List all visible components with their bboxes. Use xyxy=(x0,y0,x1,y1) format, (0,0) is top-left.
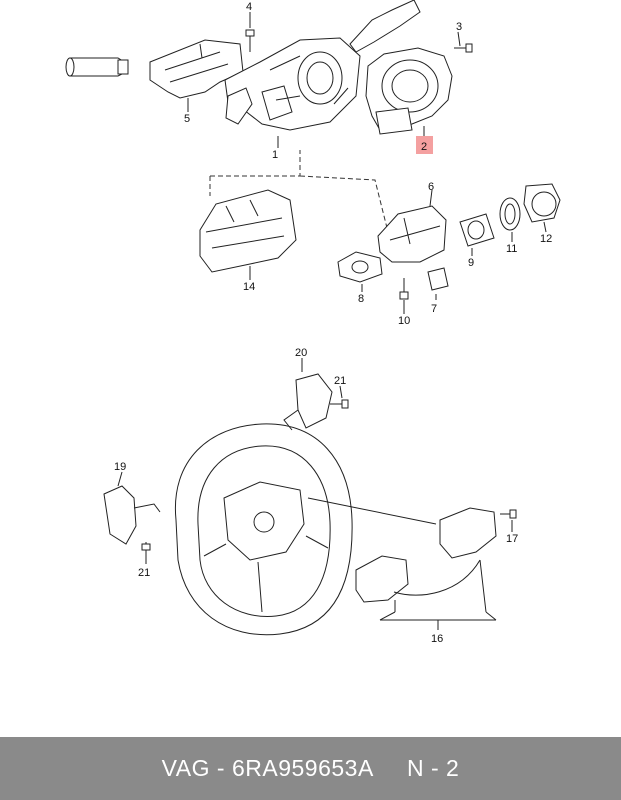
leader-lines xyxy=(117,12,547,564)
part-12-trim-ring xyxy=(523,183,561,223)
callout-2: 2 xyxy=(421,141,427,153)
part-7-clip xyxy=(427,267,449,291)
callout-7: 7 xyxy=(431,303,437,315)
callout-14: 14 xyxy=(243,281,255,293)
spacer xyxy=(373,755,407,781)
assembly-dashed-lines xyxy=(209,150,391,241)
brand-label: VAG xyxy=(161,755,211,781)
part-3-screw xyxy=(454,43,473,53)
callout-20: 20 xyxy=(295,347,307,359)
callout-8: 8 xyxy=(358,293,364,305)
part-info-text: VAG - 6RA959653A N - 2 xyxy=(162,755,460,782)
part-20-switch xyxy=(283,373,333,431)
callout-3: 3 xyxy=(456,21,462,33)
part-19-switch xyxy=(103,485,161,545)
callout-2-highlight xyxy=(416,136,433,154)
position-label: N - 2 xyxy=(407,755,460,781)
part-16-multifunction-buttons xyxy=(307,497,497,630)
callout-9: 9 xyxy=(468,257,474,269)
part-9-lock-cylinder xyxy=(459,213,495,247)
callout-1: 1 xyxy=(272,149,278,161)
callout-5: 5 xyxy=(184,113,190,125)
part-17-screw xyxy=(500,509,517,519)
part-info-footer: VAG - 6RA959653A N - 2 xyxy=(0,737,621,800)
part-21-screw-top xyxy=(330,399,349,409)
callout-21-left: 21 xyxy=(138,567,150,579)
part-2-clock-spring xyxy=(365,47,453,135)
callout-16: 16 xyxy=(431,633,443,645)
separator: - xyxy=(210,755,232,781)
part-11-ring xyxy=(499,197,521,231)
part-6-lock-housing xyxy=(377,205,447,263)
callout-12: 12 xyxy=(540,233,552,245)
steering-wheel xyxy=(174,423,353,636)
part-number: 6RA959653A xyxy=(231,755,373,781)
callout-19: 19 xyxy=(114,461,126,473)
part-1-combination-switch xyxy=(224,0,421,131)
part-5-bracket xyxy=(149,39,244,99)
parts-diagram: 1 2 3 4 5 6 7 8 9 10 11 12 14 16 17 19 2… xyxy=(65,0,561,645)
callout-4: 4 xyxy=(246,1,252,13)
steering-column-shaft xyxy=(65,57,129,77)
part-10-screw xyxy=(399,278,409,300)
part-14-control-unit xyxy=(199,189,297,273)
callout-6: 6 xyxy=(428,181,434,193)
callout-10: 10 xyxy=(398,315,410,327)
callout-17: 17 xyxy=(506,533,518,545)
part-8-ignition-switch xyxy=(337,251,383,283)
callout-11: 11 xyxy=(506,243,517,255)
callout-21-top: 21 xyxy=(334,375,346,387)
part-21-screw-left xyxy=(141,542,151,552)
part-4-screw xyxy=(245,29,255,52)
